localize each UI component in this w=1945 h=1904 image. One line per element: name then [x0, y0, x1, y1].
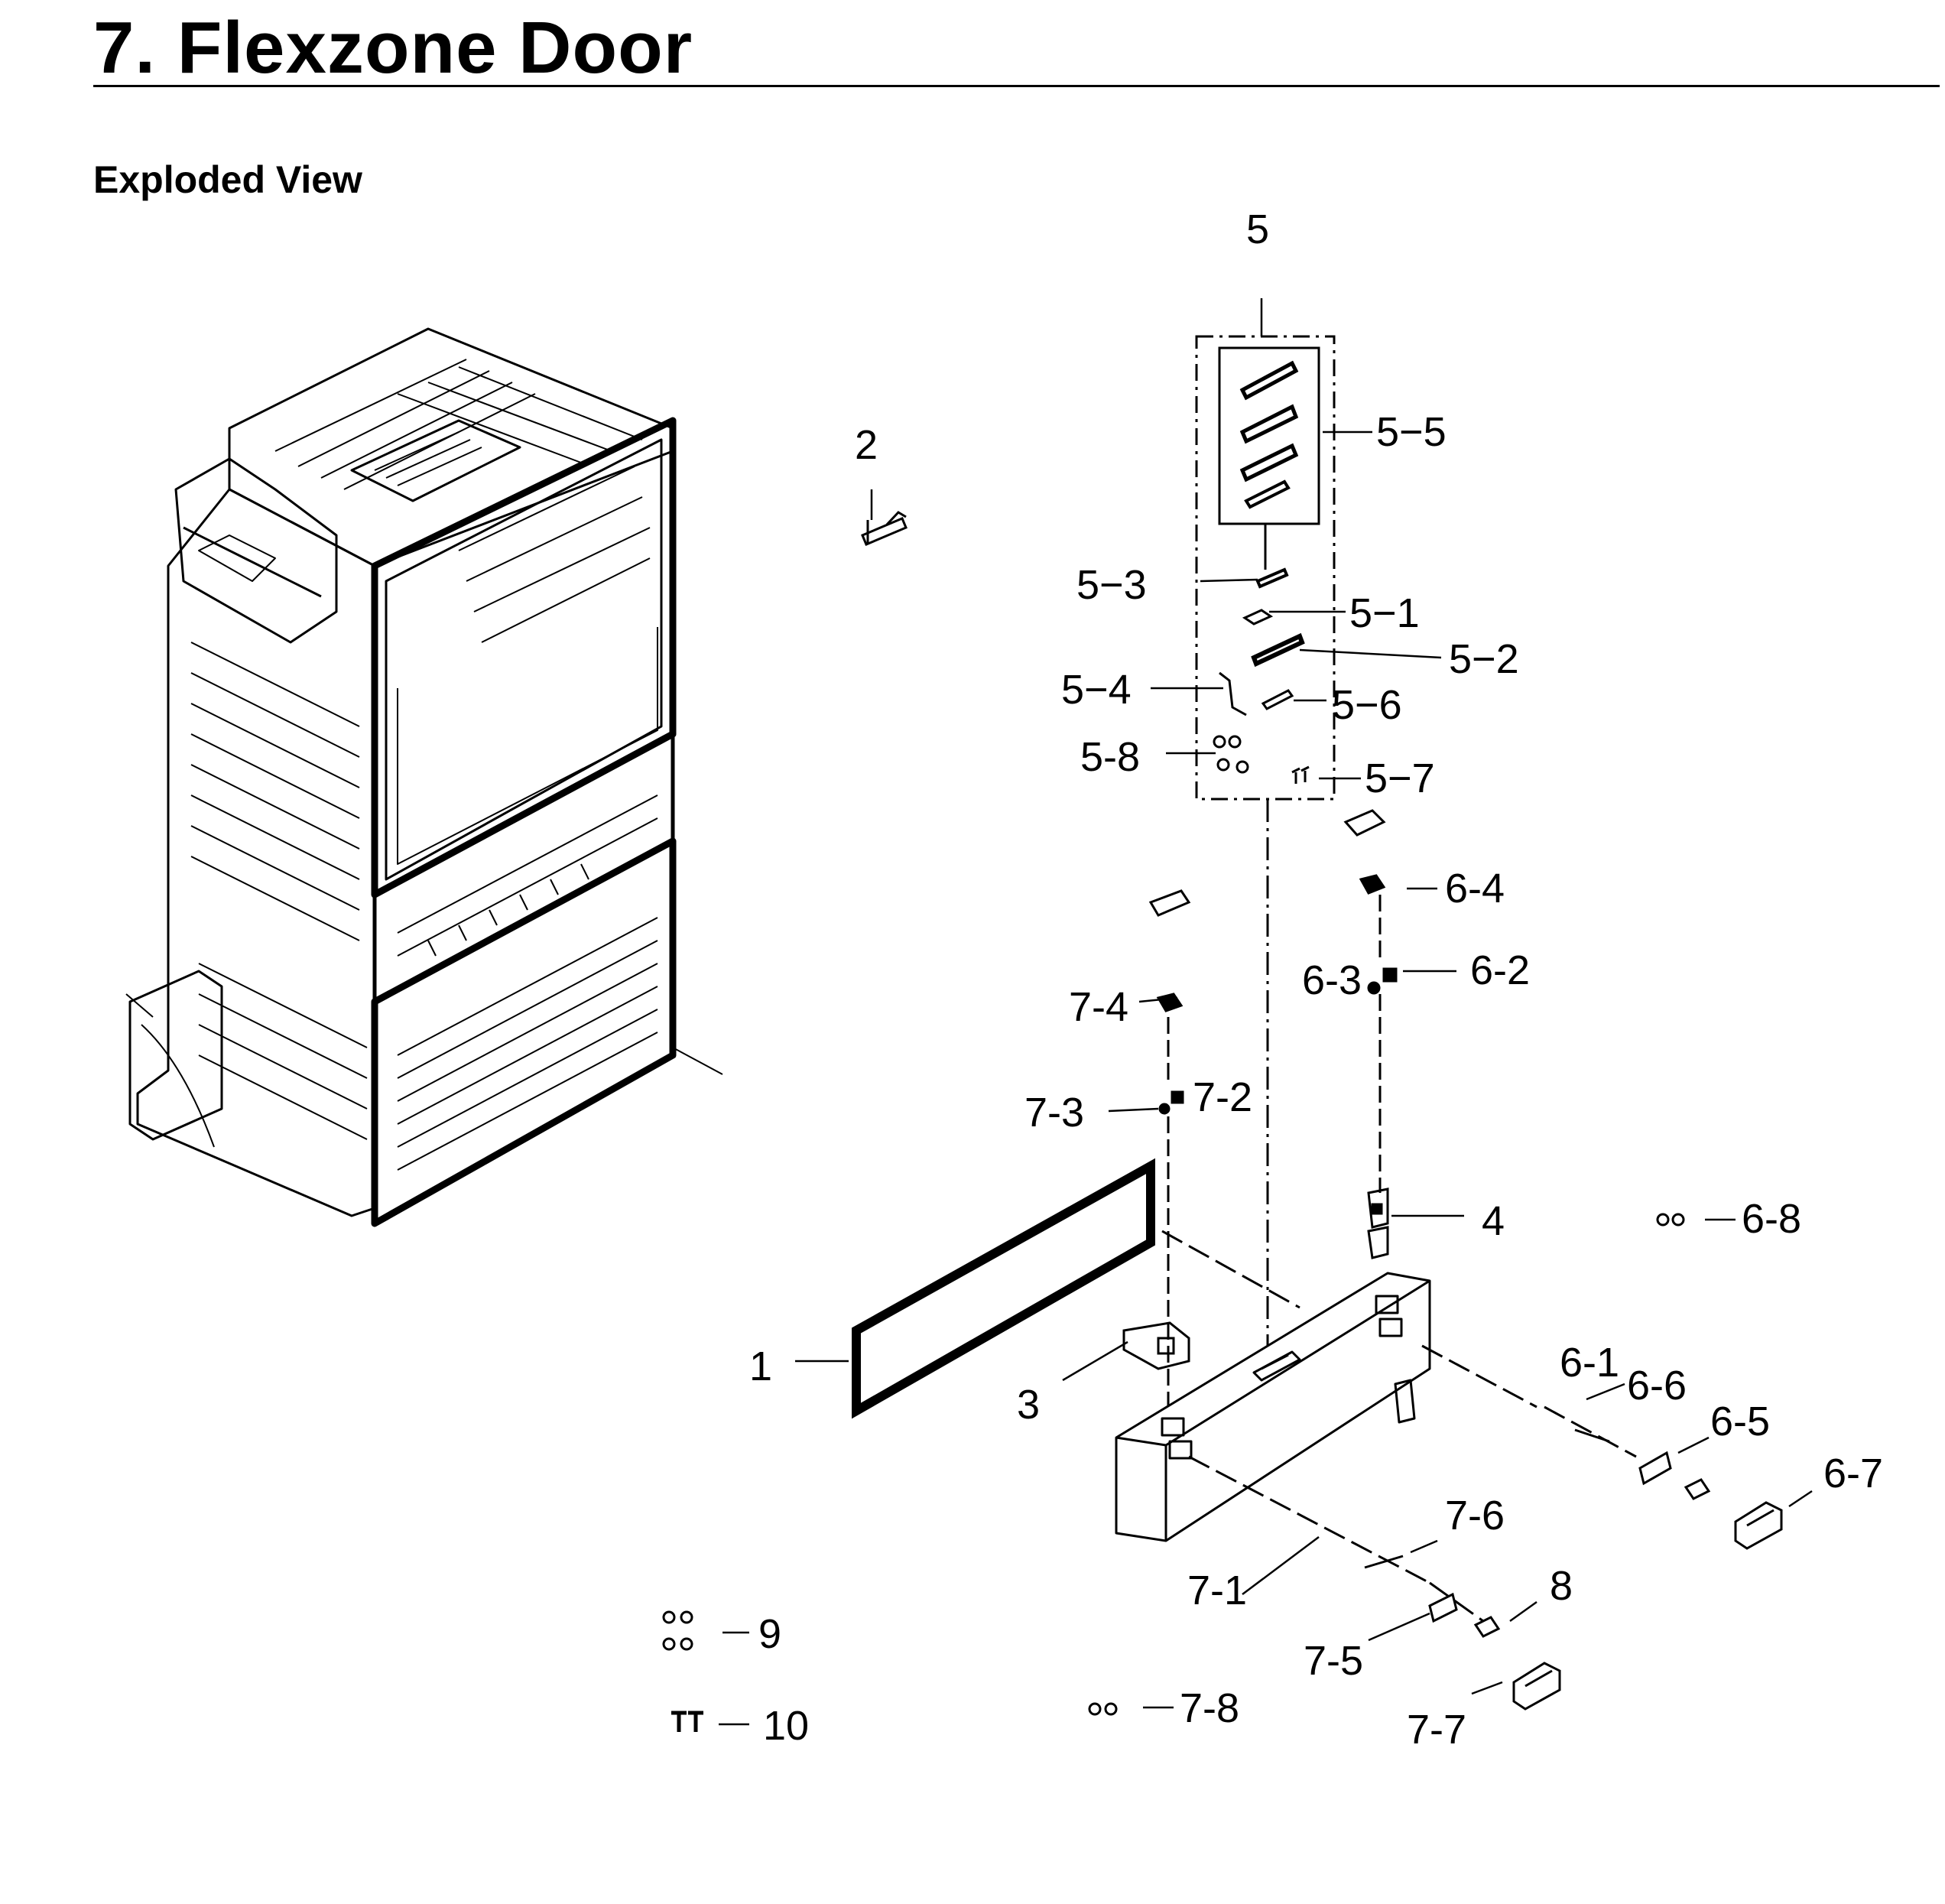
label-5-8: 5-8	[1080, 734, 1140, 780]
label-6-6: 6-6	[1627, 1363, 1687, 1409]
label-7-2: 7-2	[1193, 1074, 1252, 1120]
bracket-part-2	[861, 511, 908, 546]
right-hinge-assembly	[1359, 874, 1398, 1259]
label-10: 10	[763, 1703, 809, 1749]
gasket-part-1	[852, 1158, 1155, 1419]
label-7-5: 7-5	[1304, 1638, 1363, 1684]
refrigerator-cabinet	[125, 327, 723, 1227]
label-8: 8	[1550, 1563, 1573, 1609]
handle-kit-part-5	[1195, 335, 1336, 1346]
label-6-2: 6-2	[1470, 947, 1530, 993]
label-7-4: 7-4	[1069, 984, 1128, 1030]
label-5-3: 5−3	[1076, 562, 1147, 608]
label-9: 9	[758, 1611, 781, 1657]
door-flaps	[1148, 809, 1386, 917]
label-6-1: 6-1	[1560, 1340, 1619, 1386]
label-3: 3	[1017, 1382, 1040, 1428]
loose-screws	[662, 1213, 1685, 1732]
leader-lines	[719, 298, 1813, 1726]
label-6-7: 6-7	[1823, 1451, 1883, 1496]
page-title: 7. Flexzone Door	[93, 7, 693, 89]
label-1: 1	[749, 1344, 772, 1389]
label-6-4: 6-4	[1445, 866, 1505, 911]
label-5-5: 5−5	[1376, 409, 1447, 455]
label-7-7: 7-7	[1407, 1707, 1466, 1753]
label-7-1: 7-1	[1187, 1568, 1247, 1613]
label-5-2: 5−2	[1449, 636, 1519, 682]
label-7-8: 7-8	[1180, 1685, 1239, 1731]
alignment-lines	[1161, 1230, 1637, 1623]
label-2: 2	[855, 422, 878, 468]
label-7-6: 7-6	[1445, 1493, 1505, 1538]
title-rule	[93, 85, 1940, 87]
flexzone-door-panel	[1115, 1272, 1431, 1542]
part-labels: 5 5−5 5−3 5−1 5−2 5−4 5−6 5-8 5−7 2 6-4 …	[749, 206, 1883, 1753]
label-6-5: 6-5	[1710, 1399, 1770, 1444]
label-6-8: 6-8	[1742, 1196, 1801, 1242]
hinge-bracket-part-3	[1122, 1321, 1190, 1370]
left-hinge-assembly	[1156, 993, 1184, 1438]
label-6-3: 6-3	[1302, 957, 1362, 1003]
label-5-1: 5−1	[1349, 590, 1420, 636]
hinge-hardware	[1428, 1451, 1783, 1711]
section-subtitle: Exploded View	[93, 158, 362, 201]
label-7-3: 7-3	[1024, 1090, 1084, 1136]
label-5-6: 5−6	[1332, 682, 1402, 728]
label-5-4: 5−4	[1061, 667, 1132, 713]
label-4: 4	[1482, 1198, 1505, 1244]
label-5-7: 5−7	[1365, 755, 1435, 801]
label-5: 5	[1246, 206, 1269, 252]
